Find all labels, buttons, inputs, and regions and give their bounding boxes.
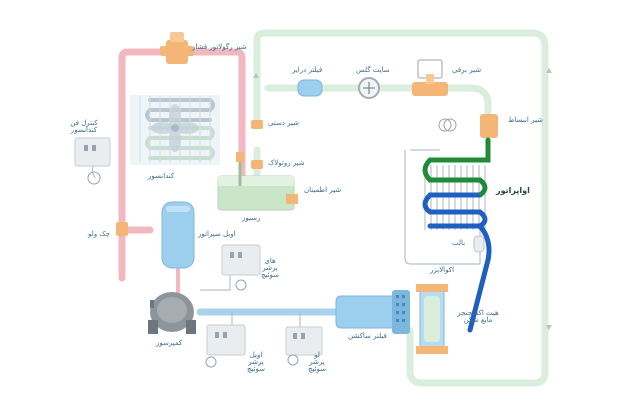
label-bulb: بالب: [452, 239, 466, 247]
label-hand-valve: شیر دستی: [268, 119, 299, 127]
label-sight-glass: سایت گلس: [356, 66, 390, 74]
evaporator: [422, 137, 492, 333]
label-condenser: کندانسور: [148, 172, 175, 180]
oil-separator: [161, 201, 195, 269]
label-heat-exchanger: هیت اکسچنجر مایع شکن: [457, 309, 499, 324]
label-oil-separator: اویل سپراتور: [198, 230, 236, 238]
heat-exchanger: [416, 284, 448, 354]
label-condenser-fan-control: کنترل فن کندانسور: [70, 119, 98, 134]
filter-drier: [297, 79, 323, 97]
condenser-fan-control-box: [74, 137, 111, 185]
label-check-valve: چک ولو: [88, 230, 110, 238]
pressure-regulator-valve: [160, 32, 194, 64]
label-receiver: رسیور: [242, 214, 261, 222]
bulb: [473, 235, 485, 253]
label-compressor: کمپرسور: [156, 339, 183, 347]
label-high-pressure-switch: های پرشر سوئیچ: [260, 257, 280, 279]
hand-valve: [251, 120, 263, 129]
label-accumulator: اکوالایزر: [430, 266, 455, 274]
low-pressure-switch: [285, 326, 323, 366]
label-evaporator: اواپراتور: [496, 186, 530, 195]
suction-filter: [335, 290, 410, 334]
sight-glass: [358, 77, 380, 99]
oil-pressure-switch: [205, 324, 246, 368]
label-solenoid-valve: شیر برقی: [452, 66, 482, 74]
expansion-valve: [438, 114, 498, 138]
solenoid-valve: [412, 59, 448, 96]
receiver: [217, 152, 298, 211]
label-oil-pressure-switch: اویل پرشر سوئیچ: [246, 351, 266, 373]
arrow-icon: [253, 68, 552, 330]
label-rotolock-valve: شیر روتولاک: [268, 159, 305, 167]
rotolock-valve: [251, 160, 263, 169]
high-pressure-switch: [221, 244, 261, 291]
fan-icon: [151, 104, 199, 152]
compressor: [148, 292, 196, 334]
condenser-coil: [130, 95, 220, 165]
label-safety-valve: شیر اطمینان: [304, 186, 342, 194]
label-pressure-regulator-valve: شیر رگولاتور فشار: [192, 43, 247, 51]
check-valve: [116, 222, 128, 236]
label-filter-drier: فیلتر درایر: [292, 66, 323, 74]
label-suction-filter: فیلتر ساکشن: [348, 332, 387, 340]
label-low-pressure-switch: لو پرشر سوئیچ: [307, 351, 327, 373]
label-expansion-valve: شیر انبساط: [508, 116, 543, 124]
gauge-icon: [363, 82, 375, 94]
